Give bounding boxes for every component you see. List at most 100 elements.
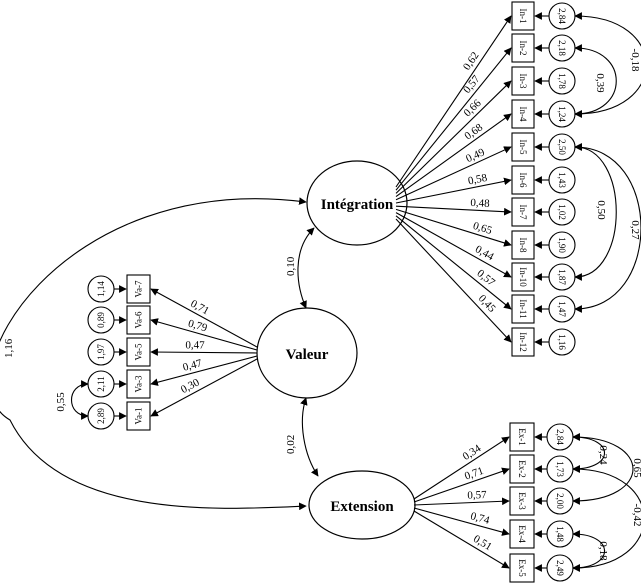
indicator-label-In-6: In-6 [518,173,528,188]
error-label-Va-5: 1,97 [96,344,106,360]
indicator-label-Va-3: Va-3 [134,375,144,392]
error-covariance-extension-label-3: 0,18 [597,541,609,561]
indicator-box-Ex-4 [509,519,535,549]
loading-label-In-11: 0,57 [475,267,498,289]
error-covariance-extension-0 [572,433,605,473]
indicator-box-In-11 [511,294,535,324]
loading-label-Ex-1: 0,34 [461,442,484,463]
indicator-box-In-4 [511,99,535,129]
indicator-label-In-5: In-5 [518,140,528,155]
indicator-label-In-10: In-10 [518,267,528,287]
covariance-valeur-extension [300,397,319,477]
indicator-label-In-2: In-2 [518,41,528,56]
error-circle-Va-7 [87,275,115,303]
indicator-box-In-5 [511,132,535,162]
indicator-box-Ex-5 [509,553,535,583]
error-label-Ex-5: 2,49 [555,560,565,576]
indicator-label-Va-5: Va-5 [134,343,144,360]
loading-arrow-Va-1 [150,358,258,417]
loading-label-Ex-3: 0,57 [467,489,487,502]
error-label-In-10: 1,87 [557,269,567,285]
error-covariance-integration-label-2: 0,50 [595,200,607,220]
indicator-label-Ex-2: Ex-2 [517,460,527,478]
indicator-box-In-8 [511,230,535,260]
indicator-box-Ex-3 [509,486,535,516]
error-covariance-extension-label-2: -0,42 [631,504,641,527]
indicator-box-In-3 [511,66,535,96]
indicator-box-Va-6 [126,305,151,335]
error-label-Ex-3: 2,00 [555,493,565,509]
indicator-box-Va-5 [126,337,151,367]
loading-arrow-Ex-2 [413,467,510,503]
error-label-Ex-4: 1,48 [555,526,565,542]
indicator-label-In-3: In-3 [518,74,528,89]
error-covariance-valeur-label-0: 0,55 [55,392,67,412]
loading-label-In-7: 0,48 [470,197,490,210]
error-covariance-extension-label-1: 0,65 [631,458,641,478]
loading-label-Va-6: 0,79 [187,318,209,335]
loading-label-In-6: 0,58 [467,172,489,188]
error-covariance-integration-0 [574,12,641,118]
loading-arrow-In-4 [395,113,512,198]
latent-valeur-label: Valeur [286,347,329,363]
loading-label-Ex-4: 0,74 [469,510,491,527]
loading-label-In-1: 0,62 [461,50,482,73]
indicator-box-Va-3 [126,369,151,399]
error-covariance-extension-3 [572,530,605,572]
error-covariance-integration-label-1: 0,39 [594,73,606,93]
indicator-label-In-8: In-8 [518,238,528,253]
error-covariance-integration-2 [574,143,617,281]
indicator-label-Va-7: Va-7 [134,280,144,297]
error-label-In-4: 1,24 [557,106,567,122]
error-label-In-7: 1,02 [557,204,567,220]
indicator-box-Ex-2 [509,454,535,484]
error-label-Ex-2: 1,73 [555,461,565,477]
indicator-box-Va-7 [126,274,151,304]
indicator-box-In-2 [511,33,535,63]
loading-arrow-Va-5 [150,348,258,356]
indicator-label-In-12: In-12 [518,332,528,352]
loading-arrow-Va-3 [150,355,258,386]
indicator-label-Ex-1: Ex-1 [517,428,527,446]
loading-arrow-In-8 [395,208,512,247]
error-covariance-integration-label-3: 0,27 [629,220,641,240]
error-label-In-1: 2,84 [557,8,567,24]
error-covariance-extension-2 [572,465,641,572]
error-covariance-integration-label-0: -0,18 [629,49,641,72]
indicator-box-In-10 [511,262,535,292]
loading-label-Va-7: 0,71 [188,298,211,318]
indicator-label-In-1: In-1 [518,9,528,24]
error-label-In-12: 1,16 [557,334,567,350]
loading-label-In-2: 0,57 [461,73,483,96]
loading-arrow-In-1 [395,15,512,188]
error-circle-Va-5 [87,338,115,366]
loading-arrow-In-10 [395,212,512,278]
loading-arrow-Ex-1 [413,436,510,500]
error-circle-In-12 [548,328,576,356]
loading-arrow-In-11 [395,215,512,310]
indicator-label-Va-6: Va-6 [134,311,144,328]
latent-factors: 1,16 0,10 0,02 Intégration Valeur Extens… [0,160,416,540]
covariance-integration-extension [0,197,307,511]
error-circle-Va-6 [87,306,115,334]
loading-label-Va-3: 0,47 [182,357,204,374]
loading-arrow-Ex-5 [413,510,510,569]
error-label-Va-3: 2,11 [96,376,106,391]
loading-arrow-Va-7 [150,288,258,348]
loading-label-In-5: 0,49 [464,146,487,165]
indicator-label-In-7: In-7 [518,205,528,220]
indicator-label-In-11: In-11 [518,299,528,318]
error-label-In-6: 1,43 [557,172,567,188]
error-label-In-2: 2,18 [557,40,567,56]
loading-arrow-In-2 [395,47,512,191]
latent-integration [306,160,408,246]
loading-label-Ex-2: 0,71 [463,465,485,483]
loading-arrow-In-6 [395,177,512,204]
loading-label-Ex-5: 0,51 [471,533,494,553]
error-covariance-extension-label-0: 0,24 [597,445,609,465]
error-label-Va-7: 1,14 [96,281,106,297]
loading-arrow-Ex-4 [413,507,510,536]
error-label-In-3: 1,78 [557,73,567,89]
